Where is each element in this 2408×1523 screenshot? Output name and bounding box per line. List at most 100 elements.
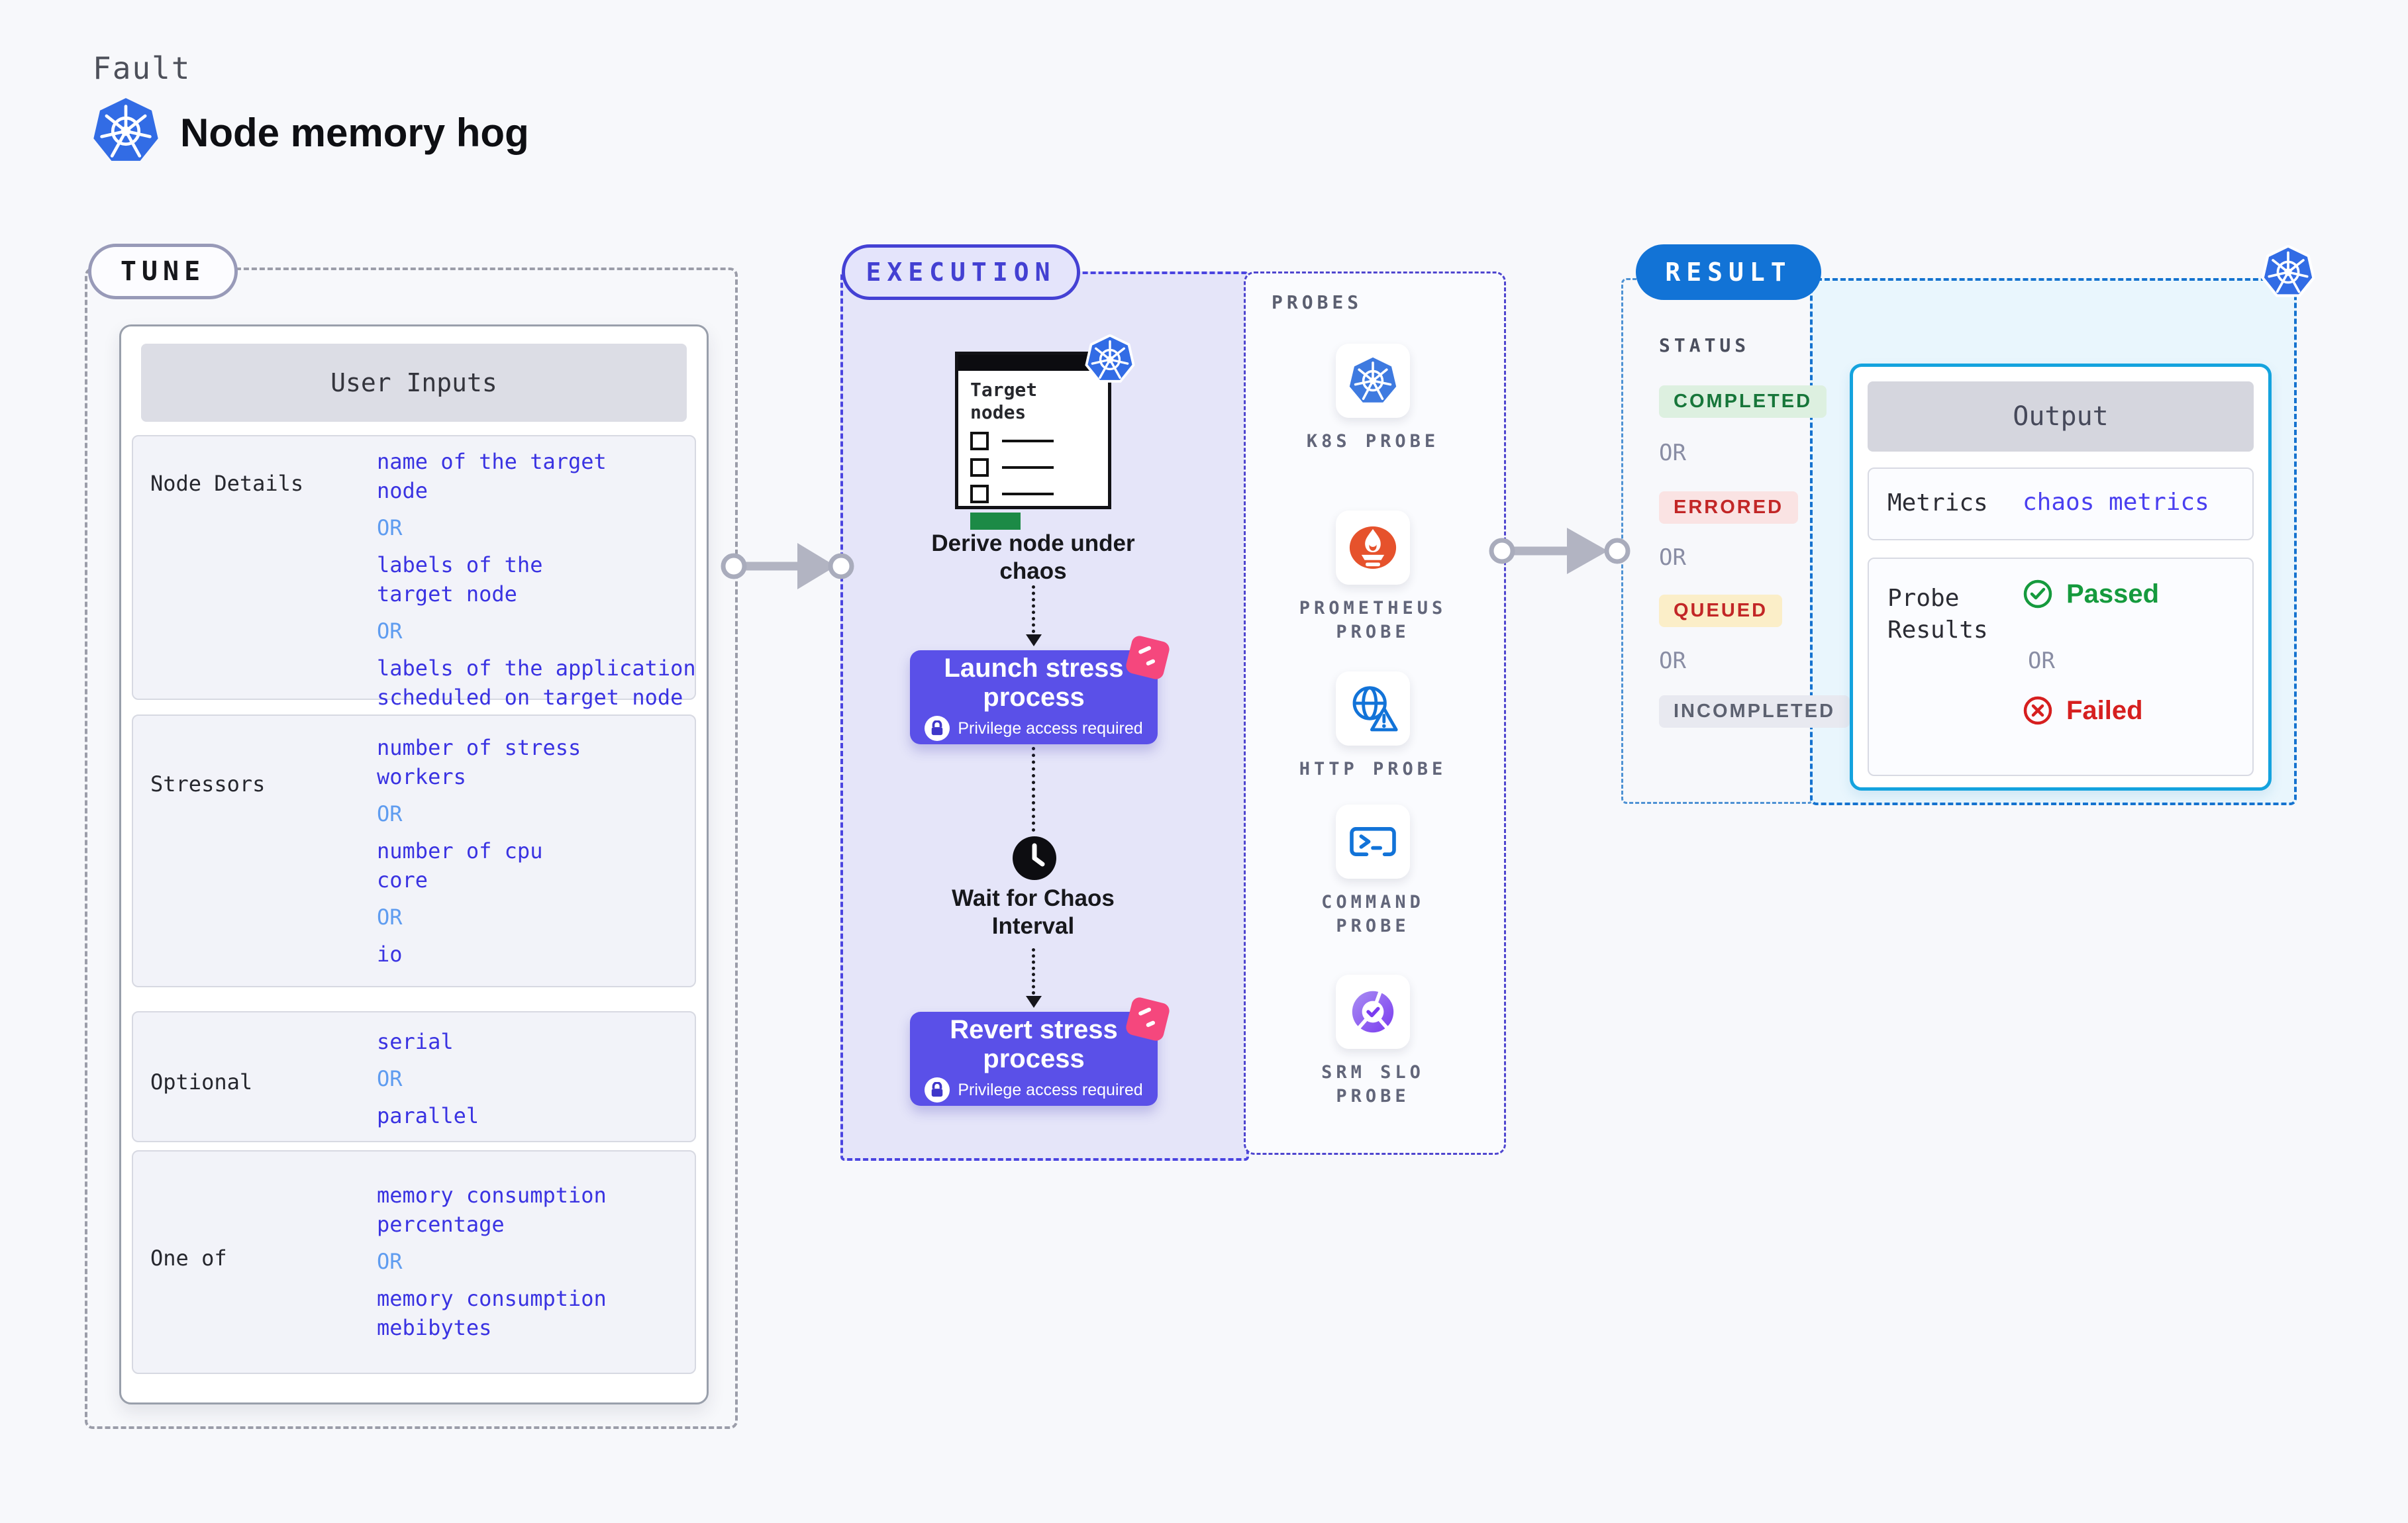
checkbox-icon (970, 432, 989, 450)
connector-arrowhead-icon (1026, 634, 1042, 646)
or-separator: OR (1659, 648, 1686, 674)
probe-results-label: Probe Results (1887, 585, 1988, 644)
probe-item-command: COMMAND PROBE (1274, 805, 1472, 938)
wait-chaos-interval-label: Wait for Chaos Interval (952, 885, 1115, 939)
execution-badge: EXECUTION (842, 244, 1080, 300)
metrics-label: Metrics (1887, 489, 1988, 516)
input-value: serial (377, 1029, 454, 1054)
flow-connector (1032, 948, 1035, 995)
line-placeholder (1002, 493, 1054, 495)
checkbox-icon (970, 458, 989, 477)
or-separator: OR (1659, 440, 1686, 466)
flow-connector (1032, 747, 1035, 832)
prometheus-probe-icon (1336, 511, 1410, 585)
input-row-optional: Optional serial OR parallel (132, 1011, 696, 1142)
probe-result-failed: Failed (2023, 695, 2143, 726)
output-panel-header: Output (1868, 381, 2254, 452)
or-separator: OR (2028, 648, 2055, 674)
input-row-stressors: Stressors number of stress workers OR nu… (132, 714, 696, 987)
clock-icon (1012, 836, 1057, 883)
input-row-label: Stressors (150, 771, 266, 797)
progress-bar (970, 513, 1021, 530)
status-badge-errored: ERRORED (1659, 491, 1799, 524)
status-badge-incompleted: INCOMPLETED (1659, 695, 1850, 728)
tune-badge: TUNE (88, 244, 238, 299)
or-separator: OR (1659, 544, 1686, 571)
srm-slo-probe-icon (1336, 975, 1410, 1049)
input-value: labels of the target node (377, 552, 543, 607)
probe-label: PROMETHEUS PROBE (1299, 598, 1447, 642)
lock-icon (925, 716, 950, 741)
result-badge: RESULT (1636, 244, 1821, 300)
status-label: STATUS (1659, 334, 1750, 356)
or-separator: OR (377, 618, 403, 644)
k8s-probe-icon (1336, 344, 1410, 418)
or-separator: OR (377, 515, 403, 540)
user-inputs-panel: User Inputs Node Details name of the tar… (119, 324, 709, 1404)
line-placeholder (1002, 466, 1054, 469)
output-panel: Output Metrics chaos metrics Probe Resul… (1850, 364, 2272, 791)
lock-icon (925, 1077, 950, 1103)
probe-label: HTTP PROBE (1299, 759, 1447, 779)
status-badge-completed: COMPLETED (1659, 385, 1827, 418)
title-row: Node memory hog (91, 97, 529, 168)
probe-label: K8S PROBE (1306, 431, 1440, 452)
privilege-note: Privilege access required (958, 1080, 1143, 1099)
probe-result-passed: Passed (2023, 579, 2159, 609)
input-value: parallel (377, 1103, 479, 1128)
passed-text: Passed (2066, 579, 2160, 609)
kubernetes-badge-icon (1085, 334, 1135, 387)
node-checkbox-row (970, 432, 1054, 450)
target-nodes-window: Target nodes (955, 352, 1111, 530)
node-checkbox-row (970, 458, 1054, 477)
check-circle-icon (2023, 579, 2052, 609)
revert-stress-process-button[interactable]: Revert stress process Privilege access r… (910, 995, 1172, 1106)
derive-node-step-label: Derive node under chaos (931, 530, 1135, 584)
or-separator: OR (377, 801, 403, 826)
page-title: Node memory hog (180, 110, 529, 155)
input-value: memory consumption mebibytes (377, 1286, 607, 1340)
or-separator: OR (377, 905, 403, 930)
launch-button-title: Launch stress process (944, 654, 1124, 712)
fault-eyebrow: Fault (93, 50, 191, 86)
user-inputs-header: User Inputs (141, 344, 687, 422)
output-metrics-row: Metrics chaos metrics (1868, 467, 2254, 540)
input-value: number of stress workers (377, 735, 581, 789)
tune-section-box (85, 268, 738, 1429)
or-separator: OR (377, 1249, 403, 1274)
failed-text: Failed (2066, 695, 2143, 725)
input-row-node-details: Node Details name of the target node OR … (132, 435, 696, 710)
privilege-note: Privilege access required (958, 718, 1143, 738)
input-row-label: Node Details (150, 471, 304, 496)
command-probe-icon (1336, 805, 1410, 879)
window-titlebar (958, 355, 1108, 371)
flow-arrow-tune-to-execution (721, 543, 854, 589)
checkbox-icon (970, 485, 989, 503)
metrics-value: chaos metrics (2023, 489, 2209, 516)
input-value: labels of the application scheduled on t… (377, 656, 696, 710)
input-value: memory consumption percentage (377, 1183, 607, 1237)
input-value: name of the target node (377, 449, 607, 503)
probe-label: SRM SLO PROBE (1321, 1062, 1425, 1106)
status-badge-queued: QUEUED (1659, 595, 1783, 627)
input-value: number of cpu core (377, 838, 543, 893)
x-circle-icon (2023, 696, 2052, 725)
input-row-label: One of (150, 1246, 227, 1271)
probe-item-prometheus: PROMETHEUS PROBE (1274, 511, 1472, 644)
line-placeholder (1002, 440, 1054, 442)
flow-arrow-execution-to-result (1489, 528, 1630, 574)
input-value: io (377, 942, 403, 967)
probes-label: PROBES (1272, 291, 1363, 313)
or-separator: OR (377, 1066, 403, 1091)
output-probe-results-row: Probe Results Passed OR Failed (1868, 558, 2254, 776)
probe-item-srm-slo: SRM SLO PROBE (1274, 975, 1472, 1108)
connector-arrowhead-icon (1026, 996, 1042, 1008)
launch-stress-process-button[interactable]: Launch stress process Privilege access r… (910, 634, 1172, 744)
probe-label: COMMAND PROBE (1321, 892, 1425, 936)
flow-connector (1032, 585, 1035, 633)
input-row-one-of: One of memory consumption percentage OR … (132, 1150, 696, 1374)
node-checkbox-row (970, 485, 1054, 503)
probe-item-k8s: K8S PROBE (1274, 344, 1472, 454)
kubernetes-badge-icon (2261, 244, 2315, 302)
